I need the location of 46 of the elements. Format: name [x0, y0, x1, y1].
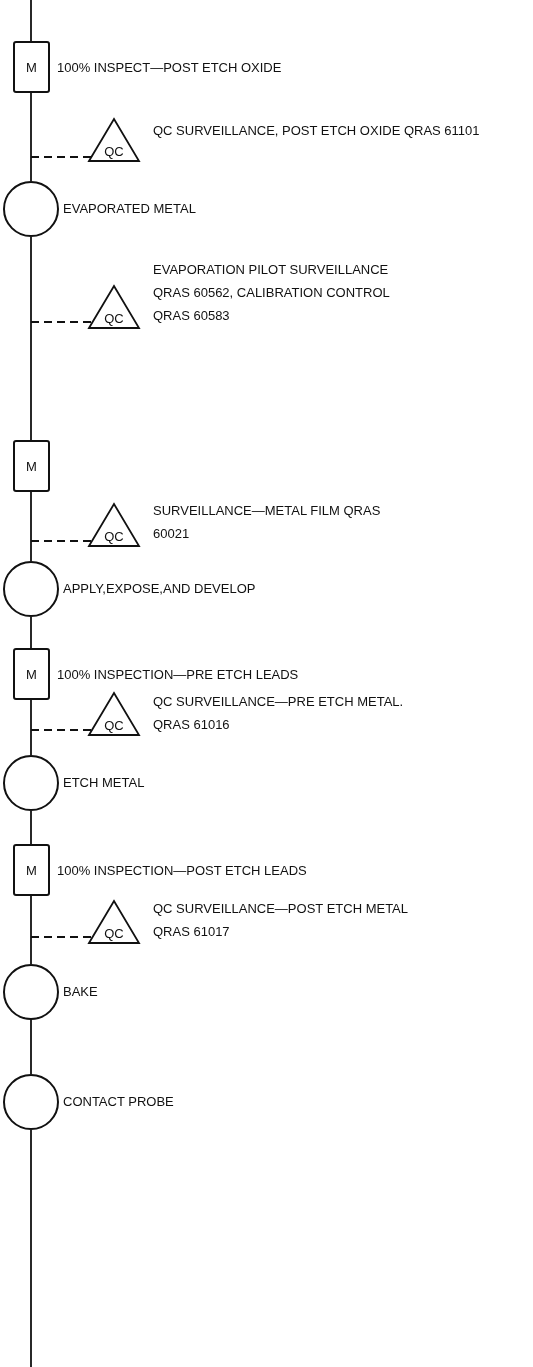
step-description: ETCH METAL — [63, 774, 146, 792]
step-description: CONTACT PROBE — [63, 1093, 175, 1111]
step-description: APPLY,EXPOSE,AND DEVELOP — [63, 580, 257, 598]
step-description: QC SURVEILLANCE, POST ETCH OXIDE QRAS 61101 — [153, 122, 481, 140]
step-symbol-label: M — [26, 666, 37, 682]
inspection-box — [13, 648, 50, 700]
qc-triangle — [88, 692, 140, 736]
flow-line — [30, 616, 32, 649]
inspection-box — [13, 440, 50, 492]
operation-circle — [3, 1074, 59, 1130]
flow-line — [30, 1129, 32, 1367]
flow-line — [30, 810, 32, 845]
flow-line — [30, 92, 32, 182]
qc-triangle — [88, 900, 140, 944]
step-symbol-label: M — [26, 862, 37, 878]
flow-line — [30, 491, 32, 562]
flow-line — [30, 0, 32, 42]
qc-symbol-label: QC — [104, 718, 124, 733]
step-description: 100% INSPECT—POST ETCH OXIDE — [57, 59, 283, 77]
qc-symbol-label: QC — [104, 311, 124, 326]
operation-circle — [3, 755, 59, 811]
step-description: QC SURVEILLANCE—POST ETCH METAL QRAS 61017 — [153, 900, 409, 941]
step-description: BAKE — [63, 983, 99, 1001]
operation-circle — [3, 561, 59, 617]
qc-triangle — [88, 285, 140, 329]
inspection-box — [13, 41, 50, 93]
step-symbol-label: M — [26, 458, 37, 474]
step-symbol-label: M — [26, 59, 37, 75]
flow-line — [30, 699, 32, 756]
qc-symbol-label: QC — [104, 529, 124, 544]
qc-symbol-label: QC — [104, 144, 124, 159]
step-description: 100% INSPECTION—PRE ETCH LEADS — [57, 666, 300, 684]
inspection-box — [13, 844, 50, 896]
step-description: QC SURVEILLANCE—PRE ETCH METAL. QRAS 61016 — [153, 693, 405, 734]
flow-line — [30, 236, 32, 441]
step-description: EVAPORATED METAL — [63, 200, 197, 218]
flow-line — [30, 1019, 32, 1075]
qc-triangle — [88, 503, 140, 547]
flow-line — [30, 895, 32, 965]
qc-symbol-label: QC — [104, 926, 124, 941]
operation-circle — [3, 181, 59, 237]
step-description: SURVEILLANCE—METAL FILM QRAS 60021 — [153, 502, 382, 543]
operation-circle — [3, 964, 59, 1020]
step-description: 100% INSPECTION—POST ETCH LEADS — [57, 862, 308, 880]
qc-triangle — [88, 118, 140, 162]
step-description: EVAPORATION PILOT SURVEILLANCE QRAS 60562, CALIBRATION CONTROL QRAS 60583 — [153, 261, 391, 325]
